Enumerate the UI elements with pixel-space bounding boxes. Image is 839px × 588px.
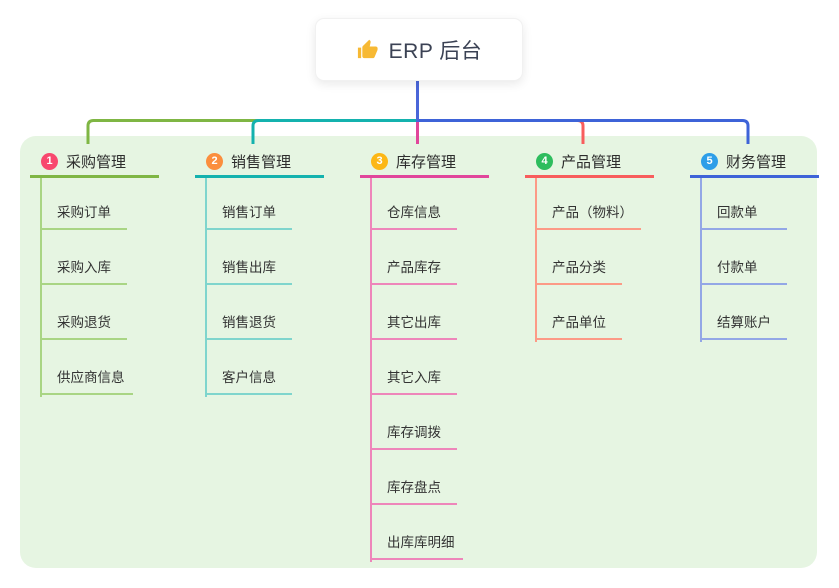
- child-node[interactable]: 回款单: [700, 204, 787, 230]
- branch-label: 库存管理: [396, 154, 457, 171]
- child-node[interactable]: 库存调拨: [370, 424, 457, 450]
- child-node[interactable]: 销售退货: [205, 314, 292, 340]
- branch-connector-line: [370, 178, 372, 562]
- child-node[interactable]: 产品单位: [535, 314, 622, 340]
- child-node[interactable]: 其它出库: [370, 314, 457, 340]
- branch-label: 财务管理: [726, 154, 787, 171]
- child-node[interactable]: 采购退货: [40, 314, 127, 340]
- branch-title[interactable]: 3 库存管理: [360, 148, 489, 178]
- branch-title[interactable]: 4 产品管理: [525, 148, 654, 178]
- child-node[interactable]: 出库库明细: [370, 534, 463, 560]
- child-node[interactable]: 采购入库: [40, 259, 127, 285]
- branch-title[interactable]: 1 采购管理: [30, 148, 159, 178]
- branch-number-badge: 2: [206, 153, 223, 170]
- branch-connector-line: [700, 178, 702, 342]
- background-panel: [20, 136, 817, 568]
- branch-title[interactable]: 5 财务管理: [690, 148, 819, 178]
- child-node[interactable]: 库存盘点: [370, 479, 457, 505]
- child-node[interactable]: 付款单: [700, 259, 787, 285]
- branch-label: 销售管理: [231, 154, 292, 171]
- branch-label: 产品管理: [561, 154, 622, 171]
- child-node[interactable]: 销售订单: [205, 204, 292, 230]
- child-node[interactable]: 产品分类: [535, 259, 622, 285]
- child-node[interactable]: 客户信息: [205, 369, 292, 395]
- root-label: ERP 后台: [388, 39, 483, 63]
- child-node[interactable]: 供应商信息: [40, 369, 133, 395]
- branch-connector-line: [535, 178, 537, 342]
- child-node[interactable]: 结算账户: [700, 314, 787, 340]
- branch-number-badge: 4: [536, 153, 553, 170]
- branch-number-badge: 3: [371, 153, 388, 170]
- child-node[interactable]: 其它入库: [370, 369, 457, 395]
- branch-connector-line: [205, 178, 207, 397]
- child-node[interactable]: 仓库信息: [370, 204, 457, 230]
- branch-label: 采购管理: [66, 154, 127, 171]
- branch-number-badge: 5: [701, 153, 718, 170]
- branch-connector-line: [40, 178, 42, 397]
- branch-number-badge: 1: [41, 153, 58, 170]
- child-node[interactable]: 采购订单: [40, 204, 127, 230]
- child-node[interactable]: 销售出库: [205, 259, 292, 285]
- thumbs-up-icon: [356, 38, 379, 61]
- root-node[interactable]: ERP 后台: [315, 18, 523, 81]
- branch-title[interactable]: 2 销售管理: [195, 148, 324, 178]
- child-node[interactable]: 产品（物料）: [535, 204, 641, 230]
- child-node[interactable]: 产品库存: [370, 259, 457, 285]
